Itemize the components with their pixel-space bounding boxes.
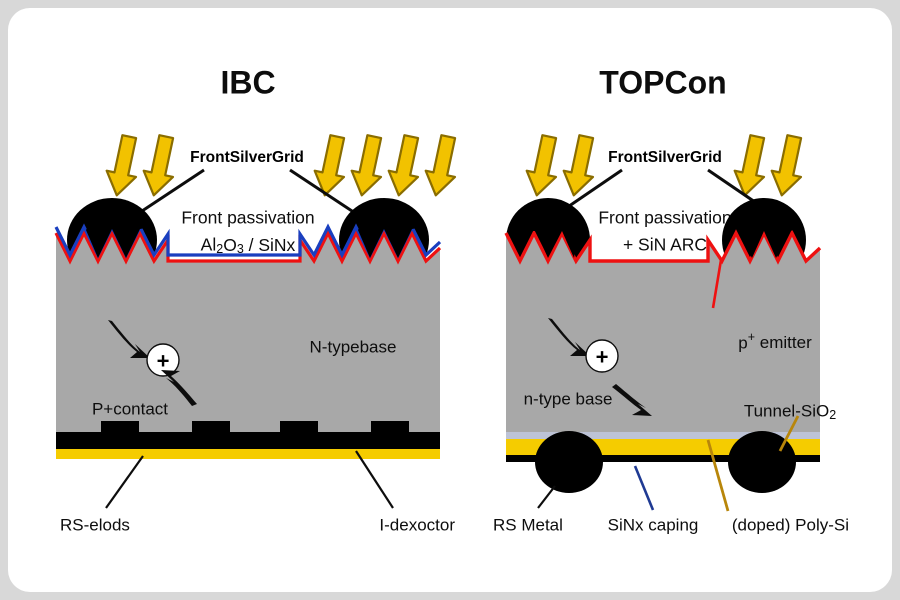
passivation-material-label-ibc: Al2O3 / SiNx (201, 235, 296, 257)
sun-arrow-icon (419, 132, 465, 200)
front-passivation-label-topcon: Front passivation (598, 208, 731, 228)
sun-arrow-icon (100, 132, 146, 200)
sun-arrow-icon (345, 132, 391, 200)
diagram-card: IBC FrontSilverGrid Front passivation Al… (8, 8, 892, 592)
charge-carrier-symbol-topcon: + (596, 345, 609, 370)
grid-blob-top-topcon (522, 216, 794, 258)
bottom-label-doped-poly-si: (doped) Poly-Si (732, 515, 849, 534)
silicon-peaks-overlay-ibc (56, 233, 168, 308)
panel-ibc: IBC FrontSilverGrid Front passivation Al… (54, 64, 465, 534)
silicon-peaks-overlay2-ibc (300, 233, 440, 308)
carrier-arrow-in-topcon (548, 318, 590, 356)
front-silver-grid-label-ibc: FrontSilverGrid (190, 149, 304, 166)
bottom-label-rs-elods: RS-elods (60, 515, 130, 534)
panel-title-ibc: IBC (220, 64, 275, 100)
panel-title-topcon: TOPCon (599, 64, 726, 100)
emitter-label-topcon: p+ emitter (738, 330, 812, 352)
sin-arc-layer-topcon (504, 229, 822, 265)
leader-line-sinx-caping (633, 465, 655, 511)
tunnel-oxide-label-topcon: Tunnel-SiO2 (744, 401, 836, 422)
sun-arrow-icon (765, 132, 811, 200)
rear-metal-line-topcon (506, 455, 820, 462)
leader-line-rs-elods (105, 455, 144, 509)
front-silver-grid-label-topcon: FrontSilverGrid (608, 149, 722, 166)
leader-line-grid-left-ibc (135, 168, 205, 217)
charge-carrier-symbol-ibc: + (157, 349, 170, 374)
passivation-material-label-topcon: + SiN ARC (623, 235, 707, 255)
front-passivation-label-ibc: Front passivation (181, 208, 314, 228)
base-label-topcon: n-type base (524, 389, 613, 408)
carrier-arrow-out-ibc (161, 370, 197, 406)
bottom-label-i-dexoctor: I-dexoctor (379, 515, 455, 534)
silicon-peaks-overlay-topcon (506, 233, 590, 308)
bottom-label-rs-metal: RS Metal (493, 515, 563, 534)
sun-arrow-icon (382, 132, 428, 200)
leader-line-tunnel-oxide (778, 415, 800, 452)
sun-arrow-icon (520, 132, 566, 200)
back-contacts-ibc (101, 421, 409, 433)
rear-metal-contacts-topcon (535, 431, 796, 493)
rear-metal-layer-ibc (56, 432, 440, 449)
grid-blob-top-ibc (86, 208, 424, 258)
base-label-ibc: N-typebase (310, 337, 397, 356)
charge-carrier-circle-topcon (585, 339, 619, 373)
carrier-arrow-in-ibc (108, 320, 150, 358)
silicon-peaks-overlay2-topcon (708, 233, 820, 308)
carrier-arrow-out-topcon (612, 384, 652, 416)
poly-si-layer-ibc (56, 449, 440, 459)
bottom-label-sinx-caping: SiNx caping (608, 515, 699, 534)
leader-line-p-emitter (711, 259, 723, 309)
leader-line-grid-right-ibc (289, 168, 359, 217)
panel-topcon: TOPCon FrontSilverGrid Front passivation… (493, 64, 849, 534)
sinx-caping-layer-topcon (506, 432, 820, 439)
leader-line-rs-metal (537, 485, 556, 509)
contact-label-ibc: P+contact (92, 399, 168, 418)
charge-carrier-circle-ibc (146, 343, 180, 377)
leader-line-i-dexoctor (355, 450, 394, 509)
leader-line-poly-si (706, 439, 730, 512)
